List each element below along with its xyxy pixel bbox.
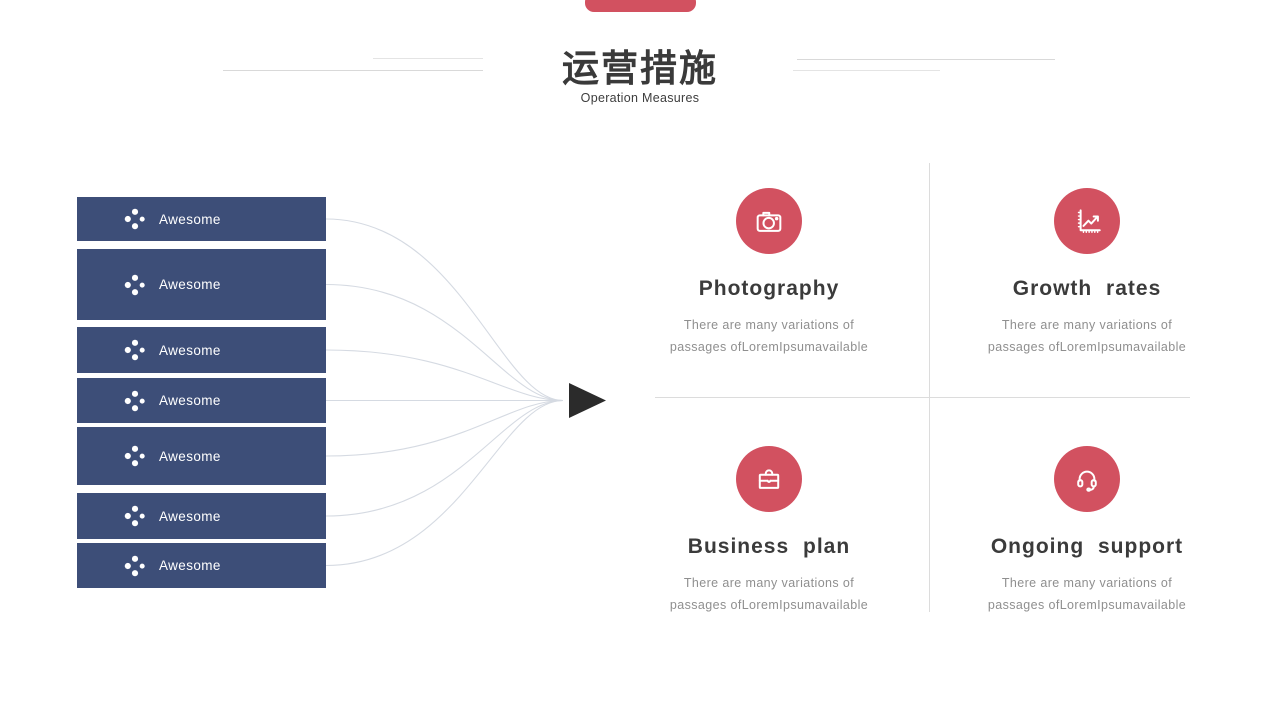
four-dots-icon bbox=[124, 445, 145, 467]
connector-curve bbox=[325, 283, 564, 402]
feature-growth-rates: Growth rates There are many variations o… bbox=[922, 188, 1252, 358]
decor-line-left-bottom bbox=[223, 70, 483, 71]
funnel-item-label: Awesome bbox=[159, 277, 221, 292]
connector-curve bbox=[325, 399, 564, 457]
funnel-item-5: Awesome bbox=[77, 427, 326, 485]
grid-horizontal-divider bbox=[655, 397, 1190, 398]
feature-desc-line1: There are many variations of bbox=[683, 576, 855, 590]
arrow-right-icon bbox=[569, 383, 606, 418]
feature-title: Business plan bbox=[687, 535, 851, 558]
funnel-item-2: Awesome bbox=[77, 249, 326, 320]
funnel-item-6: Awesome bbox=[77, 493, 326, 539]
feature-description: There are many variations of passages of… bbox=[922, 314, 1252, 358]
four-dots-icon bbox=[124, 390, 145, 411]
page-title: 运营措施 bbox=[562, 48, 718, 89]
header-accent-pill bbox=[585, 0, 696, 12]
funnel-item-label: Awesome bbox=[159, 508, 221, 524]
decor-line-right-bottom bbox=[793, 70, 940, 71]
funnel-item-label: Awesome bbox=[159, 342, 221, 358]
feature-icon-badge bbox=[1054, 188, 1120, 254]
feature-desc-line2: passages ofLoremIpsumavailable bbox=[669, 340, 869, 354]
connector-curve bbox=[325, 399, 564, 567]
funnel-item-4: Awesome bbox=[77, 378, 326, 423]
funnel-item-3: Awesome bbox=[77, 327, 326, 373]
feature-desc-line1: There are many variations of bbox=[1001, 318, 1173, 332]
briefcase-icon bbox=[758, 469, 780, 489]
feature-description: There are many variations of passages of… bbox=[604, 314, 934, 358]
feature-desc-line2: passages ofLoremIpsumavailable bbox=[669, 598, 869, 612]
funnel-item-label: Awesome bbox=[159, 448, 221, 464]
headset-icon bbox=[1077, 470, 1097, 492]
funnel-item-7: Awesome bbox=[77, 543, 326, 588]
feature-icon-badge bbox=[1054, 446, 1120, 512]
four-dots-icon bbox=[124, 555, 145, 576]
grid-vertical-divider bbox=[929, 163, 930, 612]
four-dots-icon bbox=[124, 274, 145, 295]
feature-description: There are many variations of passages of… bbox=[922, 572, 1252, 616]
connector-curve bbox=[325, 399, 564, 517]
feature-desc-line1: There are many variations of bbox=[683, 318, 855, 332]
feature-ongoing-support: Ongoing support There are many variation… bbox=[922, 446, 1252, 616]
growth-chart-icon bbox=[1077, 209, 1101, 234]
connector-curve bbox=[325, 349, 564, 402]
funnel-item-label: Awesome bbox=[159, 393, 221, 408]
feature-title: Ongoing support bbox=[990, 535, 1184, 558]
feature-description: There are many variations of passages of… bbox=[604, 572, 934, 616]
camera-icon bbox=[756, 211, 782, 232]
feature-business-plan: Business plan There are many variations … bbox=[604, 446, 934, 616]
feature-photography: Photography There are many variations of… bbox=[604, 188, 934, 358]
feature-title: Growth rates bbox=[1012, 277, 1162, 300]
four-dots-icon bbox=[124, 208, 145, 230]
four-dots-icon bbox=[124, 339, 145, 361]
funnel-item-label: Awesome bbox=[159, 211, 221, 227]
feature-desc-line2: passages ofLoremIpsumavailable bbox=[987, 598, 1187, 612]
feature-icon-badge bbox=[736, 188, 802, 254]
feature-icon-badge bbox=[736, 446, 802, 512]
feature-desc-line1: There are many variations of bbox=[1001, 576, 1173, 590]
funnel-item-1: Awesome bbox=[77, 197, 326, 241]
feature-title: Photography bbox=[698, 277, 840, 300]
decor-line-left-top bbox=[373, 58, 483, 59]
connector-curve bbox=[325, 218, 564, 402]
four-dots-icon bbox=[124, 505, 145, 527]
feature-desc-line2: passages ofLoremIpsumavailable bbox=[987, 340, 1187, 354]
funnel-item-label: Awesome bbox=[159, 558, 221, 573]
decor-line-right-top bbox=[797, 59, 1055, 60]
page-subtitle: Operation Measures bbox=[580, 91, 700, 105]
